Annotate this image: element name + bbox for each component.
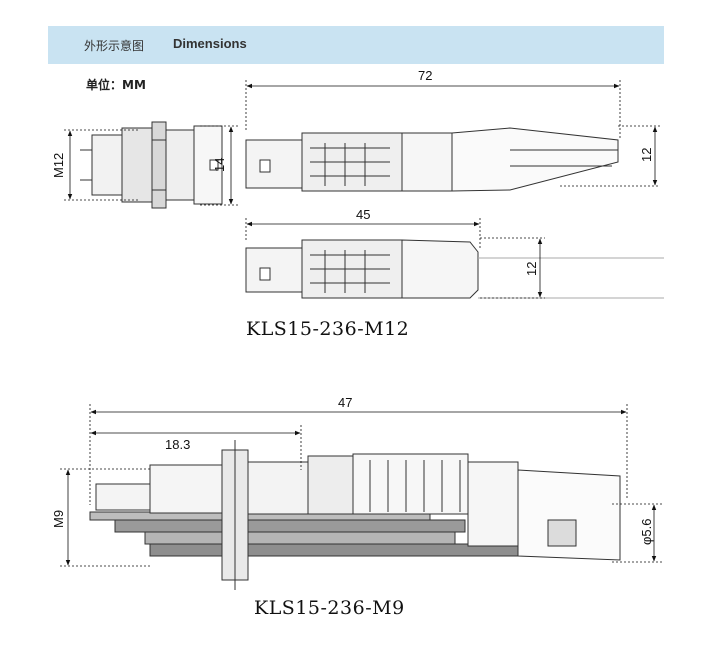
short-plug-drawing (245, 239, 664, 299)
unit-label: 单位：MM (86, 78, 146, 92)
m12-side-dimension (64, 129, 140, 201)
model-label-m9: KLS15-236-M9 (254, 597, 405, 619)
long-plug-length-label: 72 (418, 68, 432, 83)
m9-total-length-dim (89, 404, 628, 505)
long-plug-dia-label: 12 (639, 148, 654, 162)
m12-panel-dimension (200, 125, 238, 206)
header-title-cn: 外形示意图 (84, 39, 145, 53)
m12-panel-label: 14 (212, 158, 227, 172)
model-label-m12: KLS15-236-M12 (246, 318, 410, 340)
m9-cable-dia-dim (612, 503, 662, 563)
long-plug-dia-dim (560, 125, 660, 187)
m9-front-length-dim (90, 425, 302, 470)
m9-thread-label: M9 (51, 510, 66, 528)
header-title-en: Dimensions (173, 36, 247, 51)
m9-assembly-drawing (89, 440, 621, 590)
m12-receptacle-drawing (80, 121, 223, 209)
long-plug-length-dim (245, 80, 621, 138)
long-plug-drawing (245, 127, 619, 192)
m9-front-length-label: 18.3 (165, 437, 190, 452)
header-bar: 外形示意图 Dimensions (48, 26, 664, 64)
short-plug-dia-label: 12 (524, 262, 539, 276)
short-plug-length-dim (245, 218, 481, 250)
m9-total-length-label: 47 (338, 395, 352, 410)
short-plug-length-label: 45 (356, 207, 370, 222)
m9-thread-dim (60, 468, 150, 567)
short-plug-dia-dim (480, 237, 545, 299)
m9-cable-dia-label: φ5.6 (639, 518, 654, 545)
m12-side-label: M12 (51, 153, 66, 178)
